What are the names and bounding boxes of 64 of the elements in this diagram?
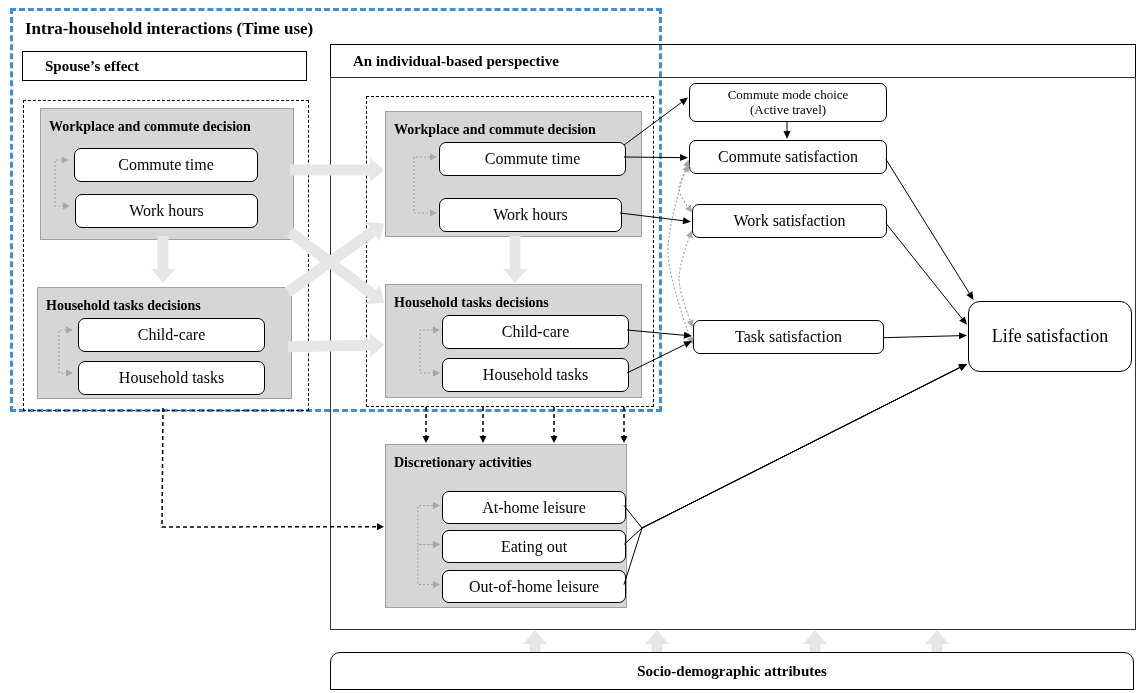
group-panel (37, 287, 292, 399)
block-arrow (503, 236, 528, 283)
block-arrow (523, 630, 547, 652)
variable-box: At-home leisure (442, 491, 626, 524)
variable-box: Household tasks (442, 358, 629, 392)
dashed-arrow (620, 406, 628, 443)
dashed-group-frame (23, 100, 309, 411)
dotted-arrow (413, 153, 437, 217)
group-heading: Household tasks decisions (394, 295, 549, 311)
block-arrow (290, 158, 384, 182)
block-arrow (287, 333, 384, 358)
dashed-arrow (422, 406, 430, 443)
dotted-arrow (678, 230, 694, 328)
dotted-arrow (417, 541, 440, 588)
dashed-group-frame (366, 96, 654, 407)
arrow (885, 222, 967, 325)
arrow (885, 158, 974, 300)
attribute-bar: Socio-demographic attributes (330, 652, 1134, 690)
group-heading: Workplace and commute decision (49, 119, 251, 135)
arrow (619, 212, 691, 225)
dashed-arrow (479, 406, 487, 443)
dotted-arrow (58, 326, 73, 377)
group-heading: Discretionary activities (394, 455, 532, 471)
group-heading: Workplace and commute decision (394, 122, 596, 138)
dashed-arrow (550, 406, 558, 443)
block-arrow (645, 630, 669, 652)
dotted-arrow (678, 165, 692, 213)
group-panel (385, 444, 627, 608)
variable-box: Child-care (442, 315, 629, 349)
outcome-box: Life satisfaction (968, 301, 1132, 372)
block-arrow (803, 630, 827, 652)
variable-box: Task satisfaction (693, 320, 884, 354)
variable-box: Out-of-home leisure (442, 570, 626, 603)
variable-box: Work satisfaction (692, 204, 887, 238)
section-heading-box: An individual-based perspective (330, 44, 1136, 78)
group-heading: Household tasks decisions (46, 298, 201, 314)
arrow (626, 329, 692, 339)
arrow (783, 120, 791, 139)
variable-box: Commute mode choice (Active travel) (689, 83, 887, 122)
dotted-arrow (419, 326, 440, 377)
group-panel (385, 284, 642, 398)
group-panel (40, 108, 294, 240)
dotted-arrow (54, 156, 70, 210)
variable-box: Work hours (75, 194, 258, 228)
arrow (623, 97, 688, 146)
variable-box: Commute satisfaction (689, 140, 887, 174)
arrow (623, 154, 688, 162)
region-heading: Intra-household interactions (Time use) (25, 19, 314, 39)
variable-box: Child-care (78, 318, 265, 352)
dotted-arrow (417, 502, 440, 548)
variable-box: Commute time (439, 142, 626, 176)
arrow (626, 341, 692, 374)
arrow (623, 363, 967, 585)
block-arrow (151, 236, 176, 283)
variable-box: Commute time (74, 148, 258, 182)
group-panel (385, 111, 642, 237)
variable-box: Work hours (439, 198, 622, 232)
arrow (882, 332, 967, 340)
dotted-arrow (667, 159, 694, 345)
block-arrow (925, 630, 949, 652)
dashed-arrow (161, 407, 384, 531)
section-heading-box: Spouse’s effect (22, 51, 307, 81)
variable-box: Household tasks (78, 361, 265, 395)
variable-box: Eating out (442, 530, 626, 563)
